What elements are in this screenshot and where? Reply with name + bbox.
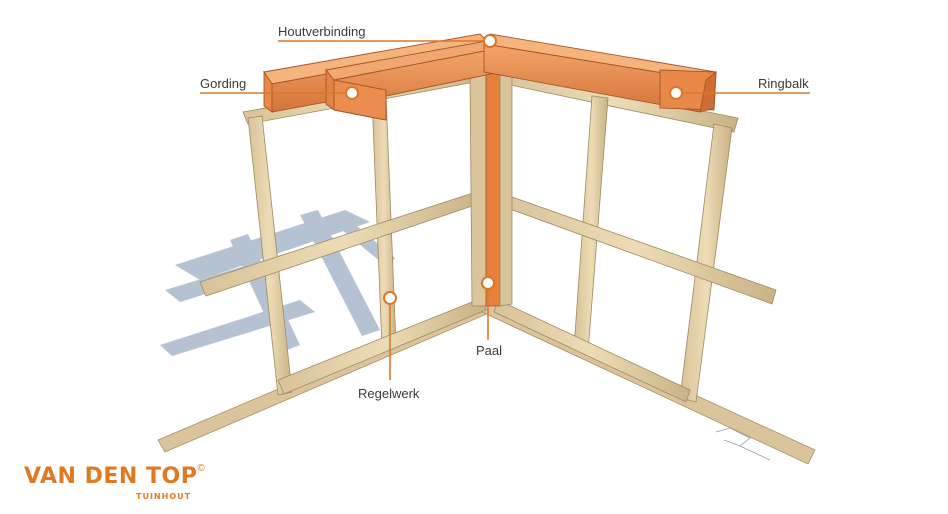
dot-regelwerk	[383, 291, 397, 305]
label-regelwerk: Regelwerk	[358, 386, 420, 401]
top-beams	[263, 33, 718, 121]
callout-dots	[345, 34, 683, 305]
floor-sketch	[715, 427, 771, 461]
brand-logo: VAN DEN TOP© TUINHOUT	[24, 463, 205, 501]
label-ringbalk: Ringbalk	[758, 76, 809, 91]
right-wall-frame	[493, 69, 777, 403]
label-gording: Gording	[200, 76, 247, 91]
label-paal: Paal	[476, 343, 503, 358]
dot-paal	[481, 276, 495, 290]
label-houtverbinding: Houtverbinding	[278, 24, 366, 39]
logo-main-text: VAN DEN TOP	[24, 464, 198, 489]
left-wall-frame	[199, 69, 487, 396]
logo-sub-text: TUINHOUT	[136, 492, 192, 501]
dot-houtverbinding	[483, 34, 497, 48]
logo-copyright: ©	[197, 463, 205, 474]
dot-gording	[345, 86, 359, 100]
dot-ringbalk	[669, 86, 683, 100]
callout-lines	[200, 40, 810, 380]
corner-post	[469, 69, 513, 307]
